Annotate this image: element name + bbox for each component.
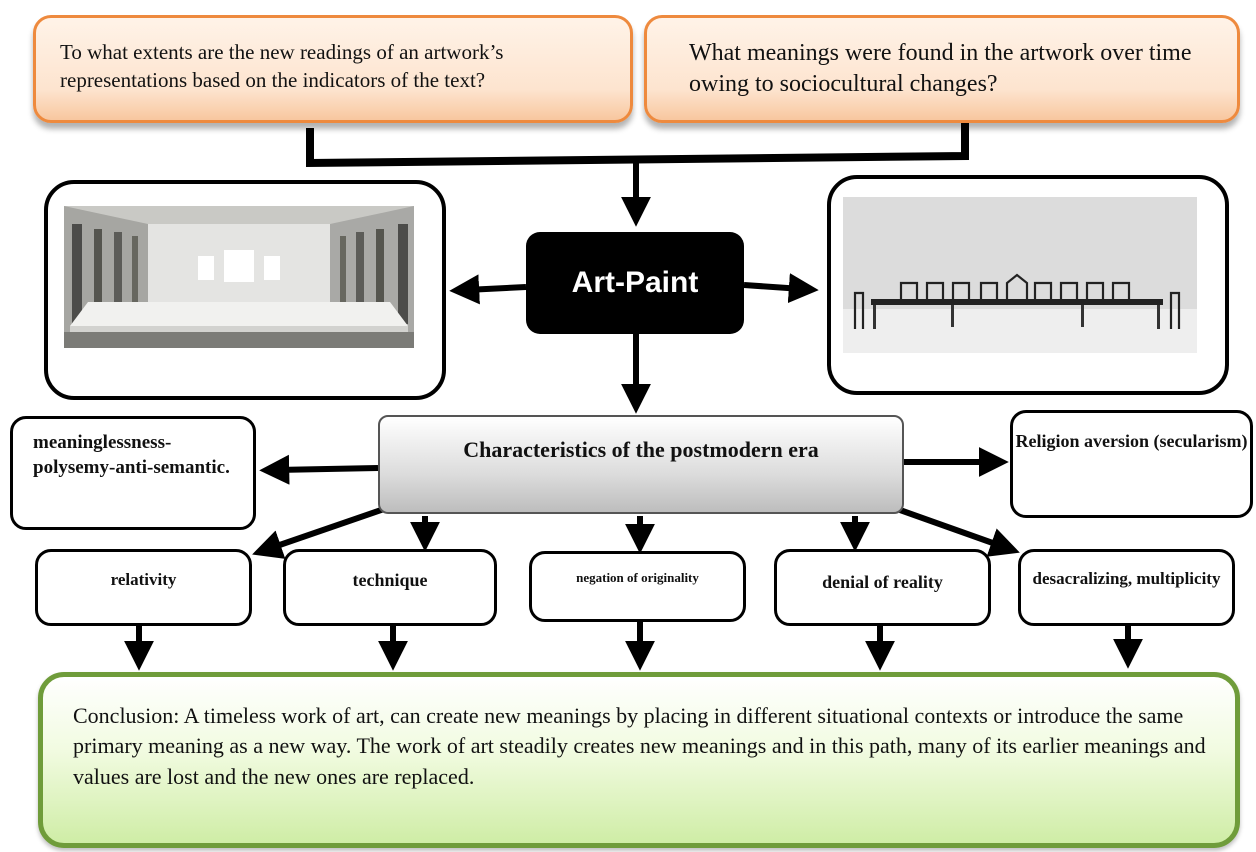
question-box-1: To what extents are the new readings of … [33,15,633,123]
leaf-denial-label: denial of reality [822,572,943,592]
question-box-2: What meanings were found in the artwork … [644,15,1240,123]
conclusion-text: Conclusion: A timeless work of art, can … [73,703,1206,789]
meaninglessness-node: meaninglessness-polysemy-anti-semantic. [10,416,256,530]
religion-aversion-node: Religion aversion (secularism) [1010,410,1253,518]
arrow-to-relativity [252,506,385,559]
leaf-denial-of-reality: denial of reality [774,549,991,626]
question-1-text: To what extents are the new readings of … [60,40,504,93]
arrow-to-meaninglessness [259,454,379,485]
image-frame-right [827,175,1229,395]
arrow-to-left-image [449,274,527,305]
leaf-desacralizing-label: desacralizing, multiplicity [1032,569,1221,588]
question-2-text: What meanings were found in the artwork … [689,40,1192,98]
leaf-technique-label: technique [352,570,428,590]
leaf-negation-label: negation of originality [576,570,699,585]
art-paint-label: Art-Paint [571,266,699,299]
image-frame-left [44,180,446,400]
installation-photo-room-table [64,206,414,348]
leaf-negation-of-originality: negation of originality [529,551,746,622]
characteristics-label: Characteristics of the postmodern era [463,437,819,462]
meaninglessness-label: meaninglessness-polysemy-anti-semantic. [33,432,230,478]
arrow-to-right-image [743,273,819,304]
leaf-technique: technique [283,549,497,626]
leaf-relativity: relativity [35,549,252,626]
installation-photo-table-chairs [843,197,1197,353]
conclusion-box: Conclusion: A timeless work of art, can … [38,672,1240,848]
art-paint-node: Art-Paint [526,232,744,334]
arrow-to-desacralizing [898,507,1020,557]
characteristics-node: Characteristics of the postmodern era [378,415,904,514]
leaf-desacralizing: desacralizing, multiplicity [1018,549,1235,626]
religion-aversion-label: Religion aversion (secularism) [1015,431,1248,451]
question-bracket [306,121,969,168]
leaf-relativity-label: relativity [110,570,177,589]
